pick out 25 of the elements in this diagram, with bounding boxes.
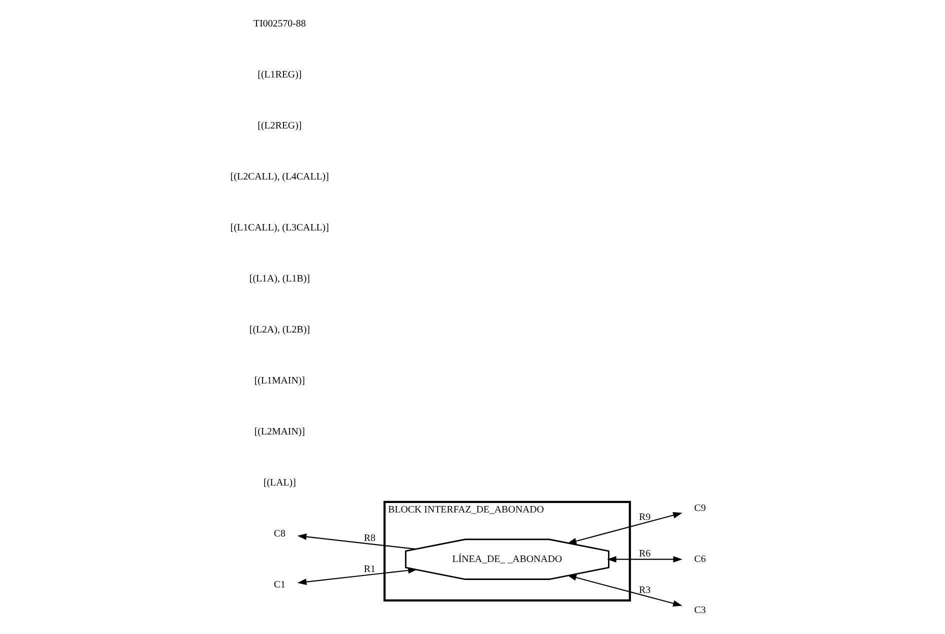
label: [(L2CALL), (L4CALL)] — [230, 171, 329, 182]
arrow — [297, 534, 416, 550]
label: TI002570-88 — [254, 18, 306, 30]
edge-label: R9 — [638, 512, 651, 523]
label: [(L1A), (L1B)] — [249, 273, 310, 284]
node-text: C1 — [274, 579, 286, 590]
label: [(L1MAIN)] — [254, 375, 305, 386]
node-text: C9 — [694, 502, 706, 514]
label: [(L1CALL), (L3CALL)] — [230, 222, 329, 234]
arrow — [607, 556, 682, 563]
node-text: C6 — [694, 554, 706, 565]
arrow — [567, 512, 682, 544]
arrow — [297, 567, 418, 586]
edge-label: R6 — [638, 548, 651, 560]
arrow — [567, 574, 682, 607]
edge-label: R1 — [364, 564, 376, 576]
node-text: C3 — [694, 604, 706, 616]
label: [(L2REG)] — [258, 120, 302, 132]
label: [(L2A), (L2B)] — [249, 324, 310, 336]
label: [(LAL)] — [263, 477, 296, 488]
label: [(L1REG)] — [258, 69, 302, 80]
edge-label: R8 — [364, 533, 376, 544]
node-text: C8 — [274, 528, 286, 540]
label: [(L2MAIN)] — [254, 426, 305, 438]
edge-label: R3 — [638, 584, 651, 596]
